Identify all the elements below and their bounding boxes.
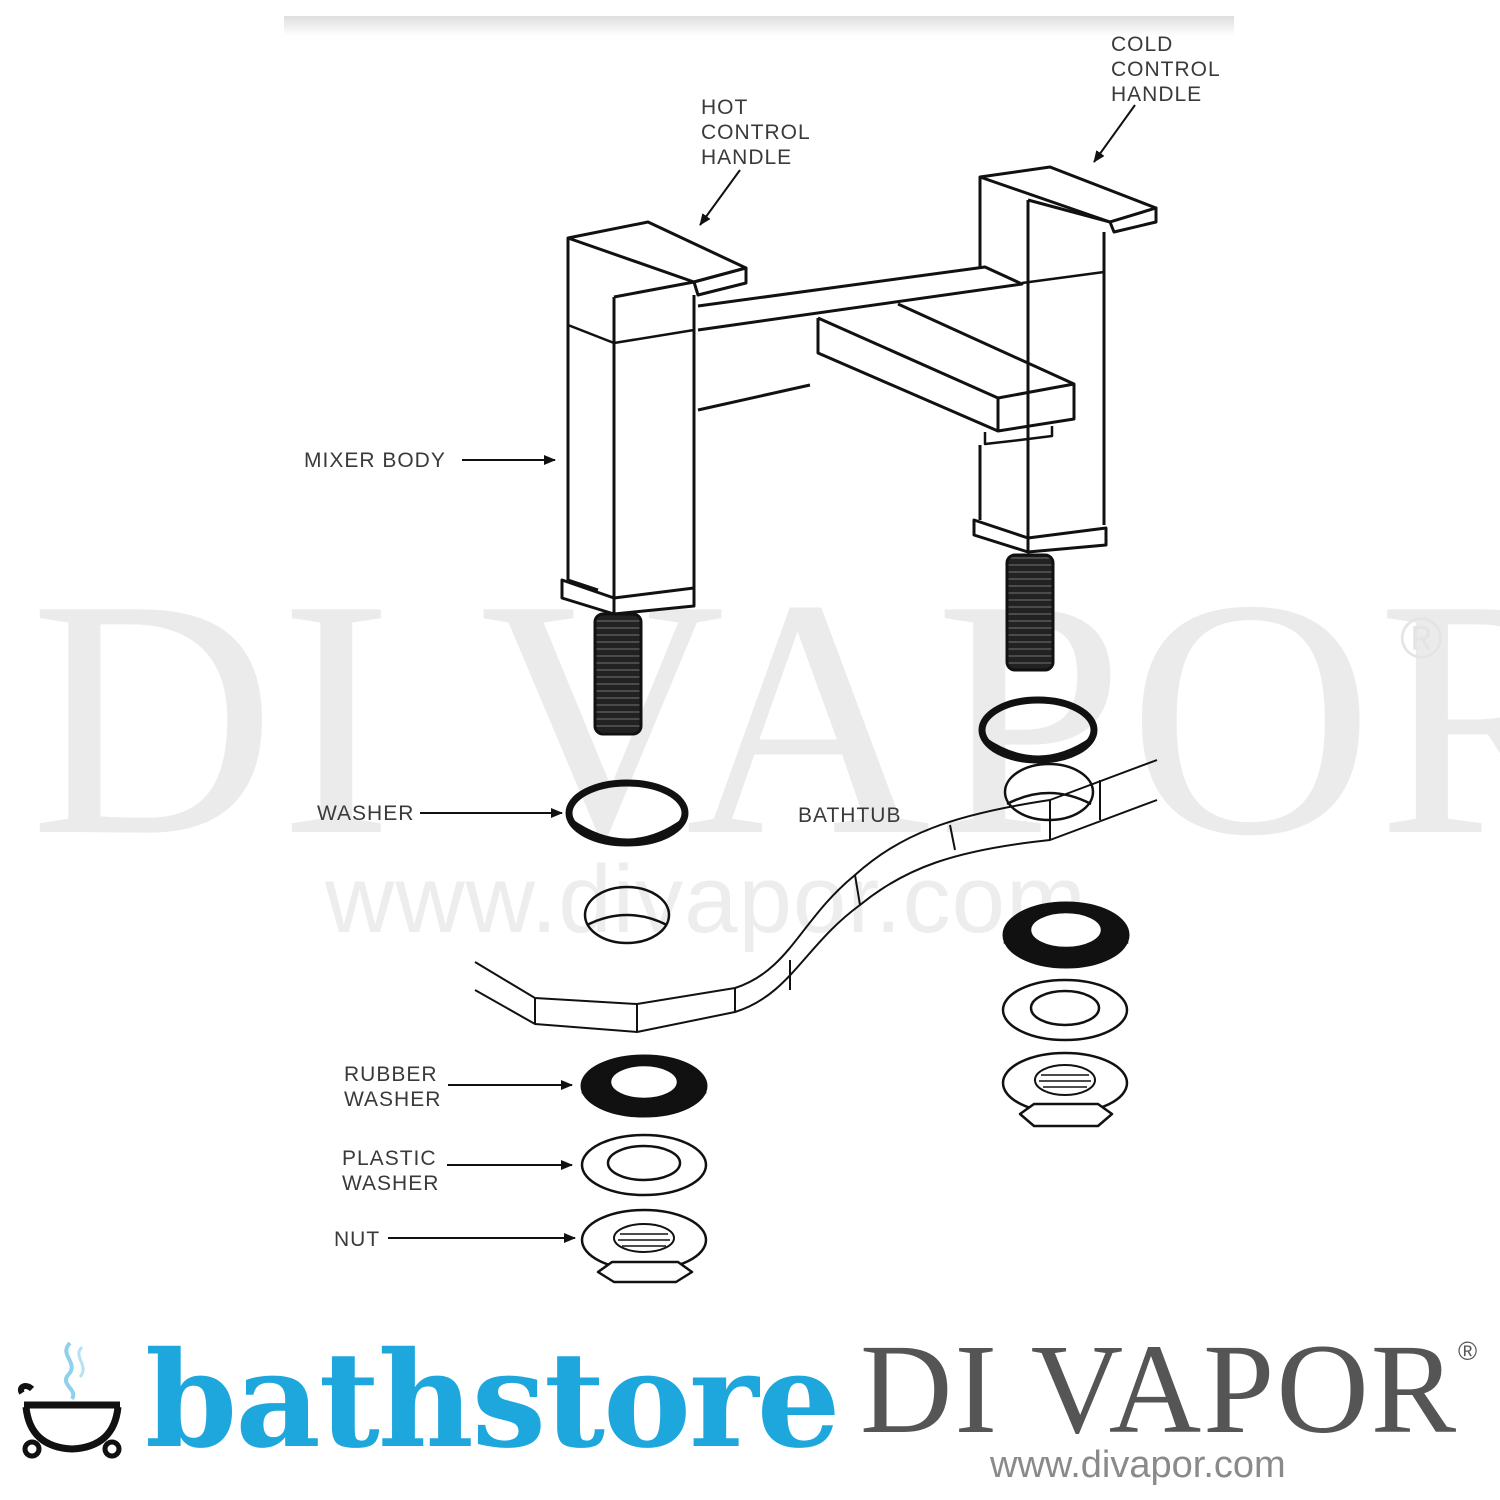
watermark-url: www.divapor.com: [325, 846, 1087, 953]
bathtub-label: BATHTUB: [798, 804, 902, 827]
left-plastic-washer: [580, 1133, 708, 1197]
bathtub-steam-icon: [18, 1341, 122, 1459]
label-line: WASHER: [342, 1172, 440, 1195]
hot-control-handle-label: HOT CONTROL HANDLE: [701, 95, 811, 170]
bathtub-wall: [474, 759, 1158, 1033]
bathstore-logo: bathstore: [145, 1323, 841, 1478]
label-line: RUBBER: [344, 1063, 438, 1086]
mixer-bridge: [697, 265, 1024, 412]
watermark-brand: DI VAPOR: [30, 529, 1500, 906]
right-washer: [978, 696, 1098, 764]
right-plastic-washer: [1001, 978, 1129, 1042]
spout: [816, 302, 1076, 446]
cold-control-handle-label: COLD CONTROL HANDLE: [1111, 32, 1221, 107]
left-rubber-washer: [580, 1054, 708, 1118]
right-nut: [1001, 1051, 1129, 1128]
label-line: PLASTIC: [342, 1147, 437, 1170]
watermark-registered-mark: ®: [1400, 606, 1443, 671]
label-line: HANDLE: [1111, 83, 1203, 106]
nut-label: NUT: [334, 1228, 381, 1251]
left-washer: [565, 779, 689, 847]
plastic-washer-label: PLASTIC WASHER: [342, 1146, 439, 1196]
divapor-url: www.divapor.com: [990, 1444, 1286, 1486]
right-rubber-washer: [1002, 901, 1130, 969]
label-line: CONTROL: [1111, 58, 1221, 81]
hot-column: [560, 220, 748, 736]
mixer-body-label: MIXER BODY: [304, 449, 446, 472]
washer-label: WASHER: [317, 802, 415, 825]
label-line: HOT: [701, 96, 749, 119]
label-line: COLD: [1111, 33, 1174, 56]
left-nut: [580, 1208, 708, 1284]
left-bath-hole: [583, 885, 671, 945]
label-line: WASHER: [344, 1088, 442, 1111]
rubber-washer-label: RUBBER WASHER: [344, 1062, 441, 1112]
divapor-logo: DI VAPOR: [860, 1318, 1459, 1460]
divapor-registered-mark: ®: [1458, 1336, 1478, 1366]
label-line: CONTROL: [701, 121, 811, 144]
top-gradient-bar: [284, 16, 1234, 36]
cold-column: [972, 165, 1158, 672]
label-line: HANDLE: [701, 146, 793, 169]
